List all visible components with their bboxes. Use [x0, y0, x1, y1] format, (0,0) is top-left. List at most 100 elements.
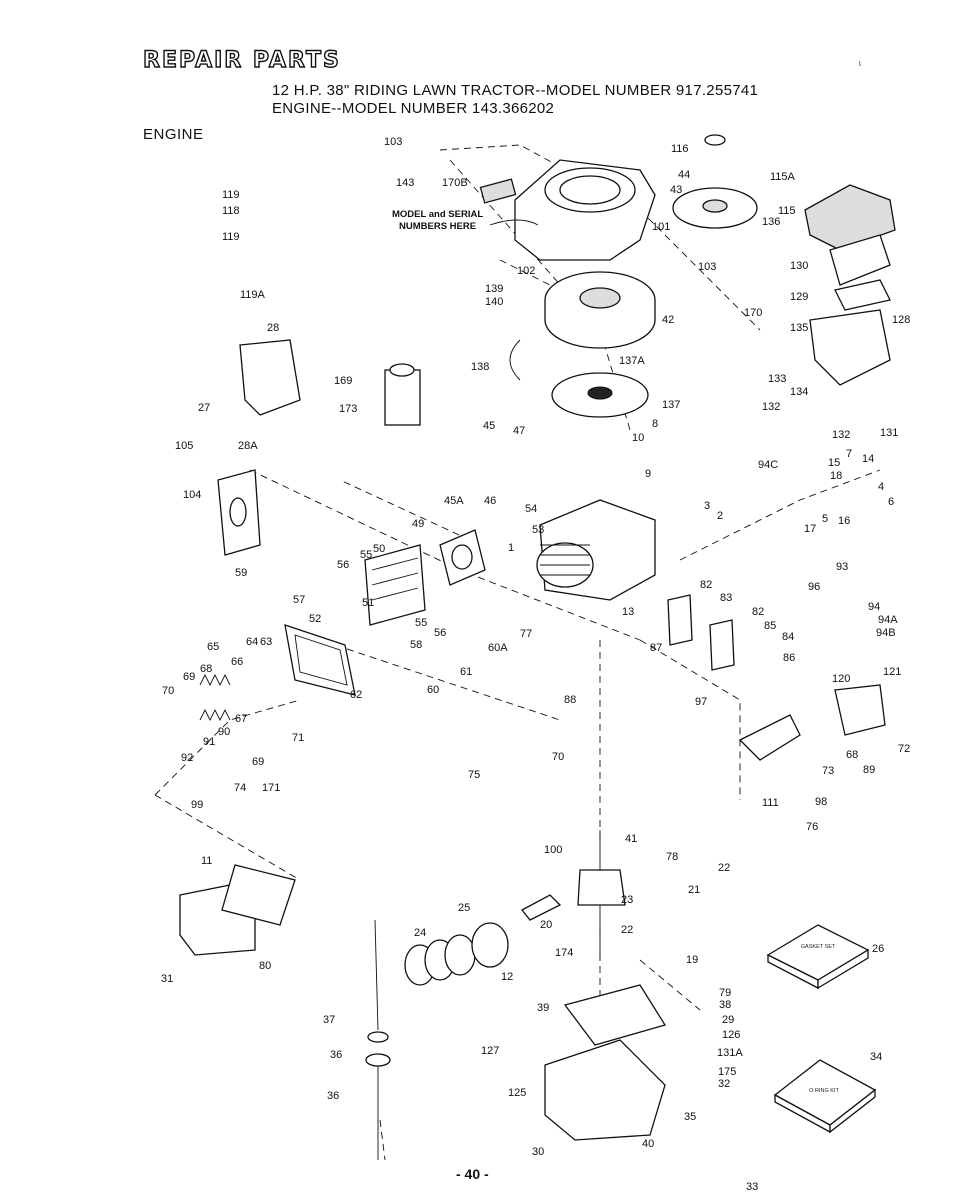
part-label: 130	[790, 260, 808, 272]
part-label: 120	[832, 673, 850, 685]
part-label: 111	[762, 797, 779, 809]
part-label: 9	[645, 468, 651, 480]
part-label: 51	[362, 597, 374, 609]
part-label: 42	[662, 314, 674, 326]
part-label: 40	[642, 1138, 654, 1150]
part-label: 60	[427, 684, 439, 696]
part-label: 137A	[619, 355, 645, 367]
part-label: 131A	[717, 1047, 743, 1059]
part-label: 30	[532, 1146, 544, 1158]
part-label: 143	[396, 177, 414, 189]
part-label: 53	[532, 524, 544, 536]
corner-mark: ɩ	[859, 58, 861, 68]
part-label: 125	[508, 1087, 526, 1099]
part-label: 70	[162, 685, 174, 697]
part-label: 174	[555, 947, 573, 959]
part-label: 33	[746, 1181, 758, 1193]
part-label: 121	[883, 666, 901, 678]
part-label: 127	[481, 1045, 499, 1057]
part-label: 28	[267, 322, 279, 334]
part-label: 59	[235, 567, 247, 579]
part-label: 96	[808, 581, 820, 593]
page-number: - 40 -	[456, 1166, 489, 1182]
part-label: 101	[652, 221, 670, 233]
part-label: 15	[828, 457, 840, 469]
part-label: 69	[183, 671, 195, 683]
part-label: 103	[698, 261, 716, 273]
part-label: 57	[293, 594, 305, 606]
part-label: 37	[323, 1014, 335, 1026]
part-label: 16	[838, 515, 850, 527]
part-label: 93	[836, 561, 848, 573]
part-label: 115A	[770, 171, 796, 183]
part-label: 17	[804, 523, 816, 535]
part-label: 46	[484, 495, 496, 507]
oring-kit-label: O RING KIT	[809, 1088, 839, 1094]
carburetor	[738, 684, 886, 761]
part-label: 47	[513, 425, 525, 437]
part-label: 45A	[444, 495, 464, 507]
part-label: 170B	[442, 177, 468, 189]
part-label: 94C	[758, 459, 778, 471]
head-gasket	[439, 529, 486, 586]
part-label: 104	[183, 489, 201, 501]
part-label: 139	[485, 283, 503, 295]
part-label: 50	[373, 543, 385, 555]
part-label: 169	[334, 375, 352, 387]
part-label: 89	[863, 764, 875, 776]
part-label: 71	[292, 732, 304, 744]
part-label: 94A	[878, 614, 898, 626]
part-label: 34	[870, 1051, 882, 1063]
part-label: 44	[678, 169, 690, 181]
section-label: ENGINE	[143, 126, 204, 143]
dipstick	[365, 919, 391, 1160]
valve-springs	[199, 673, 231, 722]
part-label: 61	[460, 666, 472, 678]
part-label: 43	[670, 184, 682, 196]
part-label: 38	[719, 999, 731, 1011]
part-label: 170	[744, 307, 762, 319]
blower-housing	[479, 159, 656, 261]
part-label: 54	[525, 503, 537, 515]
part-label: 119	[222, 231, 240, 243]
part-label: 175	[718, 1066, 736, 1078]
part-label: 97	[695, 696, 707, 708]
part-label: 39	[537, 1002, 549, 1014]
breather-gasket	[217, 469, 261, 556]
part-label: 138	[471, 361, 489, 373]
air-box	[179, 864, 296, 956]
part-label: 31	[161, 973, 173, 985]
part-label: 131	[880, 427, 898, 439]
part-label: 128	[892, 314, 910, 326]
part-label: 49	[412, 518, 424, 530]
valve-cover	[284, 624, 356, 696]
part-label: 22	[621, 924, 633, 936]
part-label: 119A	[240, 289, 266, 301]
part-label: 98	[815, 796, 827, 808]
part-label: 7	[846, 448, 852, 460]
crankcase-sump	[544, 984, 667, 1141]
bracket	[239, 339, 301, 416]
title-line-1: 12 H.P. 38" RIDING LAWN TRACTOR--MODEL N…	[272, 82, 759, 99]
part-label: 62	[350, 689, 362, 701]
part-label: 8	[652, 418, 658, 430]
flywheel	[544, 271, 656, 349]
part-label: 58	[410, 639, 422, 651]
part-label: 56	[337, 559, 349, 571]
part-label: 86	[783, 652, 795, 664]
part-label: 68	[846, 749, 858, 761]
part-label: 3	[704, 500, 710, 512]
part-label: 72	[898, 743, 910, 755]
part-label: 115	[778, 205, 796, 217]
part-label: 13	[622, 606, 634, 618]
part-label: 136	[762, 216, 780, 228]
part-label: 105	[175, 440, 193, 452]
part-label: 90	[218, 726, 230, 738]
part-label: 29	[722, 1014, 734, 1026]
part-label: 6	[888, 496, 894, 508]
part-label: 103	[384, 136, 402, 148]
model-serial-note-1: MODEL and SERIAL	[392, 209, 483, 220]
part-label: 14	[862, 453, 874, 465]
part-label: 116	[671, 143, 689, 155]
heading: REPAIR PARTS	[142, 47, 341, 73]
